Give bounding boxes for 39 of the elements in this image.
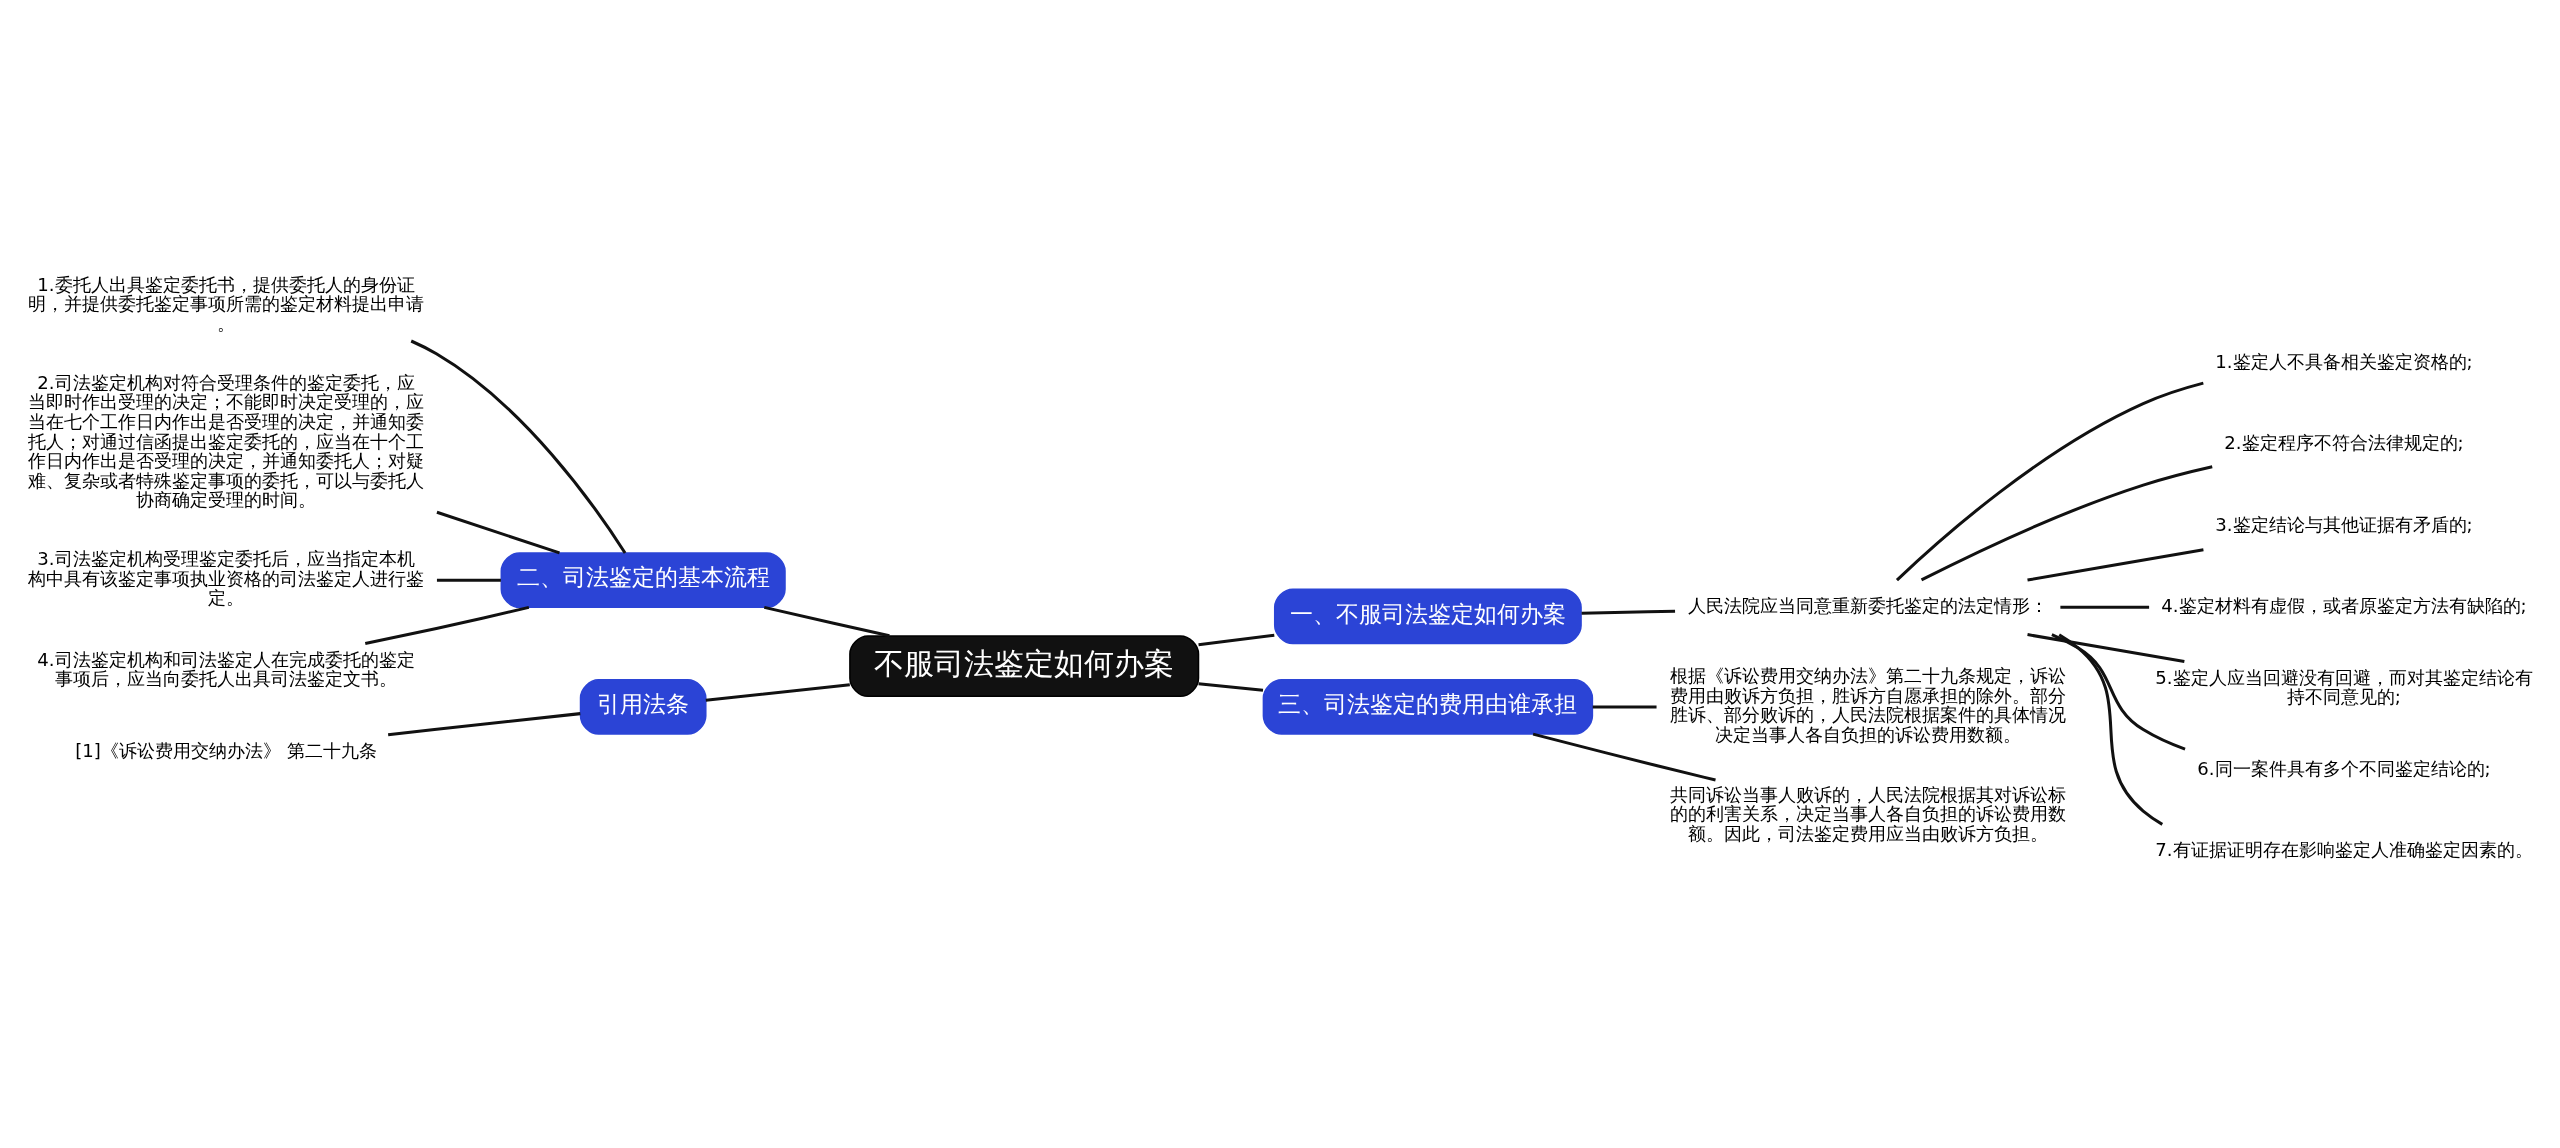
node-box: 一、不服司法鉴定如何办案 xyxy=(1273,587,1582,644)
connector xyxy=(387,711,581,736)
connector xyxy=(436,578,501,582)
node-text: 3.鉴定结论与其他证据有矛盾的; xyxy=(2215,513,2473,535)
connector xyxy=(1581,609,1676,615)
connector xyxy=(1198,681,1264,692)
node-text: 7.有证据证明存在影响鉴定人准确鉴定因素的。 xyxy=(2155,838,2533,860)
connector xyxy=(705,682,850,702)
connector xyxy=(1895,381,2204,581)
connector xyxy=(436,510,560,554)
node-text: [1]《诉讼费用交纳办法》 第二十九条 xyxy=(75,739,377,761)
node-text: 5.鉴定人应当回避没有回避，而对其鉴定结论有持不同意见的; xyxy=(2155,666,2533,707)
connector xyxy=(1198,633,1275,646)
connector xyxy=(2027,547,2204,582)
connector xyxy=(2058,632,2164,826)
node-text: 3.司法鉴定机构受理鉴定委托后，应当指定本机构中具有该鉴定事项执业资格的司法鉴定人进行鉴定。 xyxy=(27,547,424,608)
node-text: 6.同一案件具有多个不同鉴定结论的; xyxy=(2197,757,2491,779)
node-box: 不服司法鉴定如何办案 xyxy=(849,634,1200,697)
connector xyxy=(2060,605,2150,609)
node-text: 共同诉讼当事人败诉的，人民法院根据其对诉讼标的的利害关系，决定当事人各自负担的诉讼费用数额。因此，司法鉴定费用应当由败诉方负担。 xyxy=(1669,783,2066,844)
node-text: 2.司法鉴定机构对符合受理条件的鉴定委托，应当即时作出受理的决定；不能即时决定受理的，应当在七个工作日内作出是否受理的决定，并通知委托人；对通过信函提出鉴定委托的，应当在十个工作日内作出是否受理的决定，并通知委托人；对疑难、复杂或者特殊鉴定事项的委托，可以与委托人协商确定受理的时间。 xyxy=(27,371,424,510)
node-text: 根据《诉讼费用交纳办法》第二十九条规定，诉讼费用由败诉方负担，胜诉方自愿承担的除外。部分胜诉、部分败诉的，人民法院根据案件的具体情况决定当事人各自负担的诉讼费用数额。 xyxy=(1669,664,2066,745)
connector xyxy=(364,605,530,645)
node-text: 1.委托人出具鉴定委托书，提供委托人的身份证明，并提供委托鉴定事项所需的鉴定材料提出申请。 xyxy=(27,273,424,334)
connector xyxy=(2027,632,2185,663)
connector xyxy=(763,605,890,637)
node-text: 人民法院应当同意重新委托鉴定的法定情形： xyxy=(1687,594,2048,616)
connector xyxy=(1592,704,1657,708)
node-text: 1.鉴定人不具备相关鉴定资格的; xyxy=(2215,350,2473,372)
node-box: 三、司法鉴定的费用由谁承担 xyxy=(1262,678,1594,735)
node-text: 4.司法鉴定机构和司法鉴定人在完成委托的鉴定事项后，应当向委托人出具司法鉴定文书。 xyxy=(37,648,415,689)
connector xyxy=(1532,732,1716,781)
node-text: 2.鉴定程序不符合法律规定的; xyxy=(2224,431,2464,453)
node-box: 二、司法鉴定的基本流程 xyxy=(500,551,786,608)
node-text: 4.鉴定材料有虚假，或者原鉴定方法有缺陷的; xyxy=(2161,594,2527,616)
connector xyxy=(410,339,627,554)
connector xyxy=(1920,464,2213,581)
connector xyxy=(2051,632,2186,751)
node-box: 引用法条 xyxy=(579,678,707,735)
